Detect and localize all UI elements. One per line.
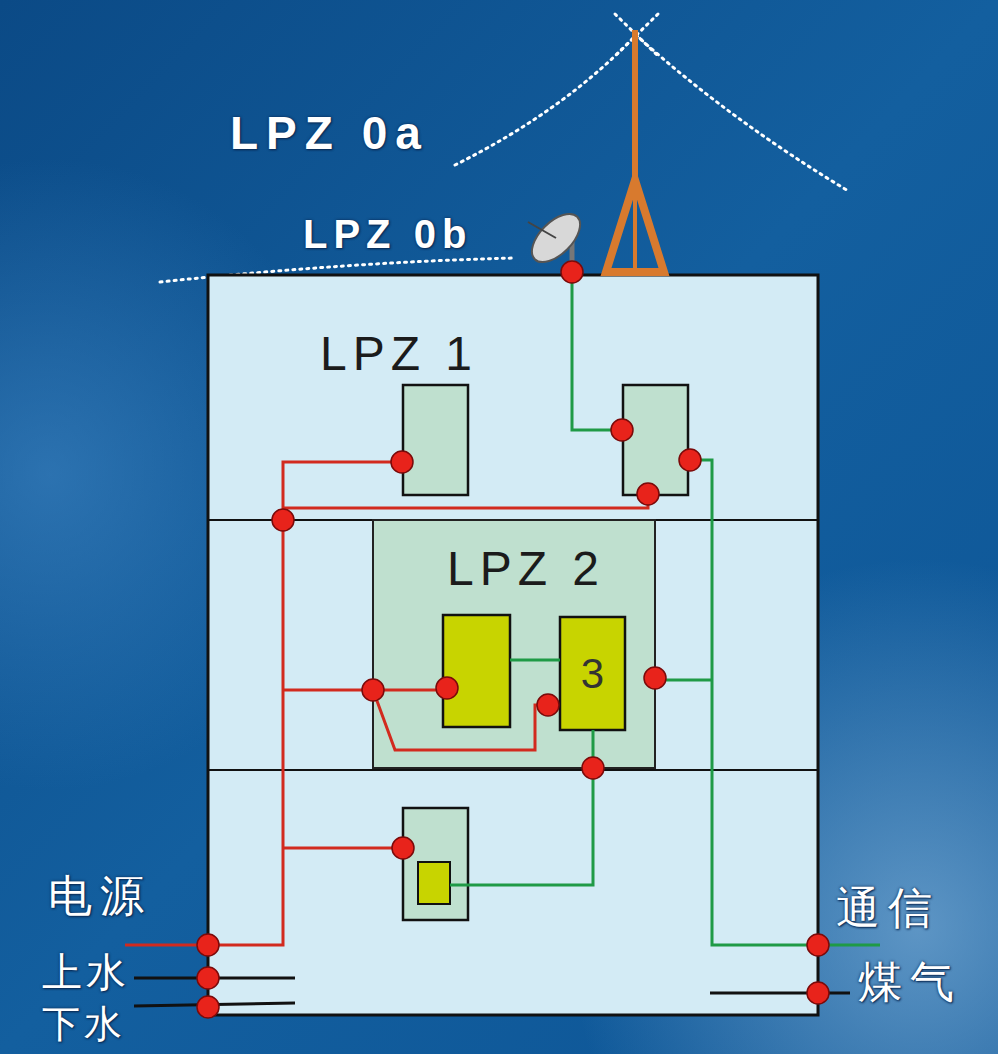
zone-boundary [455,35,636,165]
power-line [283,847,403,850]
rod-tower [633,185,637,272]
bonding-point [197,934,219,956]
signal-line [450,730,593,885]
bonding-point [362,679,384,701]
bonding-point [679,449,701,471]
bonding-point [611,419,633,441]
bonding-point [807,934,829,956]
service-label: 通信 [836,884,940,932]
bonding-point [644,667,666,689]
signal-line [572,272,622,430]
bonding-point [272,509,294,531]
bonding-point [197,996,219,1018]
equipment-box [623,385,688,495]
building-outline [208,275,818,1015]
power-line [373,690,548,750]
zone-label: LPZ 0a [230,108,429,159]
bonding-point [582,757,604,779]
zone-region: LPZ 1 LPZ 2 3 [208,275,818,1015]
bonding-point [392,837,414,859]
satellite-dish [523,205,588,270]
equipment-box [443,615,510,727]
bonding-point [807,982,829,1004]
equipment-module [418,862,450,904]
service-label: 上水 [42,950,130,994]
equipment-box [403,808,468,920]
bonding-point [436,677,458,699]
dish [523,205,588,270]
service-label: 下水 [42,1004,126,1046]
lpz2-zone [373,520,655,768]
zone-boundary [636,35,850,192]
zone-name: LPZ 1 [320,330,478,378]
bonding-point [197,967,219,989]
service-label: 电源 [48,872,152,920]
power-line [125,462,402,945]
power-line [283,495,648,508]
signal-line [510,659,560,662]
zone-name: LPZ 2 [447,545,605,593]
equipment-box [403,385,468,495]
rod-tower [606,180,664,272]
dish-feed [528,222,556,238]
signal-line [690,460,880,945]
bonding-point [637,483,659,505]
bonding-point [391,451,413,473]
callout-box: 3 [560,617,625,730]
zone-label: LPZ 0b [303,212,472,256]
service-label: 煤气 [858,958,962,1006]
bonding-point [561,261,583,283]
equipment-box [560,617,625,730]
callout-number: 3 [581,653,604,695]
floor-line [208,769,818,771]
zone-region: LPZ 2 3 [373,520,655,768]
bonding-point [537,694,559,716]
